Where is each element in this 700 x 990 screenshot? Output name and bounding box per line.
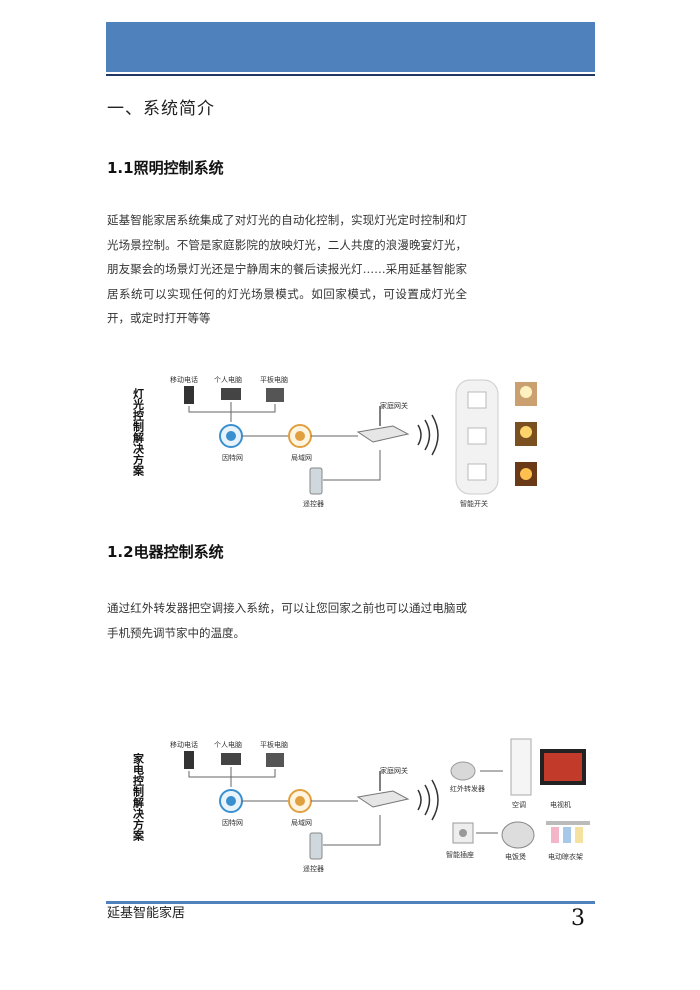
remote-icon bbox=[309, 467, 323, 495]
appliance-title: 1.2电器控制系统 bbox=[107, 543, 224, 561]
remote-label: 遥控器 bbox=[303, 864, 324, 873]
rack-label: 电动晾衣架 bbox=[548, 852, 583, 861]
phone-icon bbox=[184, 751, 194, 769]
ir-label: 红外转发器 bbox=[450, 784, 485, 793]
page-number: 3 bbox=[571, 906, 585, 931]
ir-transmitter-icon bbox=[450, 761, 476, 781]
lighting-side-title: 灯光控制解决方案 bbox=[132, 387, 146, 477]
internet-label: 因特网 bbox=[222, 453, 243, 462]
lighting-diagram: 灯光控制解决方案 移动电话 个人电脑 平板电脑 因特网 局域网 遥控器 家庭网关… bbox=[132, 375, 537, 508]
router-icon bbox=[356, 425, 410, 443]
device-label-phone: 移动电话 bbox=[170, 375, 198, 384]
device-label-tablet: 平板电脑 bbox=[260, 375, 288, 384]
socket-label: 智能插座 bbox=[446, 850, 474, 859]
device-label-phone: 移动电话 bbox=[170, 740, 198, 749]
appliance-diagram: 家电控制解决方案 移动电话 个人电脑 平板电脑 因特网 局域网 遥控器 家庭网关… bbox=[132, 738, 590, 873]
internet-label: 因特网 bbox=[222, 818, 243, 827]
tablet-icon bbox=[266, 388, 284, 402]
device-label-tablet: 平板电脑 bbox=[260, 740, 288, 749]
footer-rule bbox=[106, 901, 595, 904]
device-label-pc: 个人电脑 bbox=[214, 375, 242, 384]
header-rule bbox=[106, 74, 595, 76]
remote-label: 遥控器 bbox=[303, 499, 324, 508]
rice-cooker-icon bbox=[501, 821, 535, 849]
tv-label: 电视机 bbox=[550, 800, 571, 809]
ac-label: 空调 bbox=[512, 800, 526, 809]
header-band bbox=[106, 22, 595, 72]
phone-icon bbox=[184, 386, 194, 404]
device-label-pc: 个人电脑 bbox=[214, 740, 242, 749]
appliance-paragraph: 通过红外转发器把空调接入系统，可以让您回家之前也可以通过电脑或手机预先调节家中的… bbox=[107, 601, 467, 640]
switch-label: 智能开关 bbox=[460, 499, 488, 508]
section-title: 一、系统简介 bbox=[107, 99, 215, 119]
pc-icon bbox=[221, 388, 241, 400]
lan-label: 局域网 bbox=[291, 818, 312, 827]
lan-label: 局域网 bbox=[291, 453, 312, 462]
ac-icon bbox=[510, 738, 532, 796]
cooker-label: 电饭煲 bbox=[505, 852, 526, 861]
tablet-icon bbox=[266, 753, 284, 767]
gateway-label: 家庭网关 bbox=[380, 401, 408, 410]
clothes-rack-icon bbox=[546, 821, 590, 825]
footer-company: 延基智能家居 bbox=[107, 906, 186, 921]
router-icon bbox=[356, 790, 410, 808]
gateway-label: 家庭网关 bbox=[380, 766, 408, 775]
lighting-paragraph: 延基智能家居系统集成了对灯光的自动化控制，实现灯光定时控制和灯光场景控制。不管是… bbox=[107, 213, 467, 325]
pc-icon bbox=[221, 753, 241, 765]
appliance-side-title: 家电控制解决方案 bbox=[132, 752, 146, 842]
lighting-title: 1.1照明控制系统 bbox=[107, 159, 224, 177]
remote-icon bbox=[309, 832, 323, 860]
